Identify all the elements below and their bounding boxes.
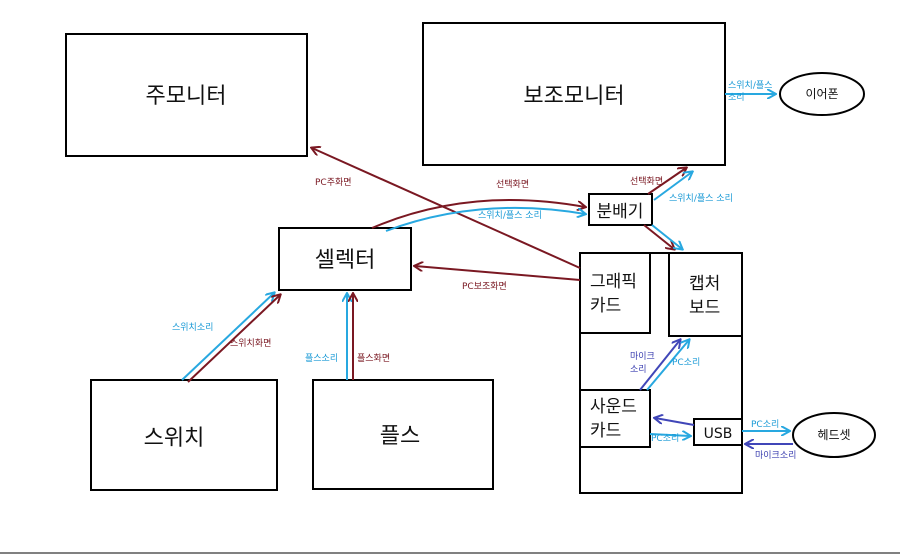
- switch-ps-sound-text-1: 스위치/플스 소리: [478, 209, 542, 221]
- switch-screen-arrow: [187, 295, 280, 383]
- switch-ps-sound-arrow-2: [653, 172, 692, 201]
- earphone-ellipse: [779, 72, 865, 116]
- sub-monitor-box: [422, 22, 726, 166]
- sound-card-label-line1: 사운드: [590, 397, 637, 417]
- ps-screen-text: 플스화면: [357, 353, 390, 364]
- splitter-capture-sound-arrow: [651, 224, 682, 249]
- mic-sound-text-2: 마이크소리: [755, 450, 796, 461]
- graphics-card-box: [579, 252, 651, 334]
- pc-sound-text-2: PC소리: [651, 433, 679, 444]
- graphics-card-label-line1: 그래픽: [590, 272, 637, 292]
- switch-box: [90, 379, 278, 491]
- earphone-label: 이어폰: [805, 87, 838, 101]
- graphics-card-label-line2: 카드: [590, 296, 621, 316]
- pc-sub-screen-text: PC보조화면: [462, 281, 507, 292]
- splitter-label: 분배기: [597, 202, 644, 222]
- splitter-box: [588, 193, 653, 226]
- pc-main-screen-arrow: [312, 148, 581, 269]
- pc-sound-text-1: PC소리: [672, 357, 700, 368]
- switch-ps-sound-text-2: 스위치/플스 소리: [669, 192, 733, 204]
- capture-board-label-line2: 보드: [689, 298, 720, 318]
- mic-sound-text-1-line2: 소리: [630, 364, 647, 375]
- usb-box: [693, 418, 743, 446]
- switch-sound-arrow: [181, 293, 274, 381]
- selected-screen-text-1: 선택화면: [496, 179, 529, 190]
- selected-screen-text-2: 선택화면: [630, 176, 663, 187]
- ps-sound-text: 플스소리: [305, 353, 338, 364]
- switch-sound-text: 스위치소리: [172, 321, 213, 333]
- selected-screen-arrow-2: [647, 168, 686, 195]
- headset-label: 헤드셋: [817, 428, 850, 442]
- main-monitor-label: 주모니터: [146, 84, 227, 109]
- pc-main-screen-text: PC주화면: [315, 177, 352, 188]
- switch-screen-text: 스위치화면: [230, 337, 271, 349]
- pc-sound-arrow-2: [649, 434, 690, 436]
- selected-screen-arrow-1: [371, 199, 585, 229]
- sub-monitor-label: 보조모니터: [523, 84, 624, 109]
- headset-ellipse: [792, 412, 876, 458]
- switch-ps-sound-arrow-1: [385, 206, 585, 232]
- capture-board-label-line1: 캡처: [689, 274, 720, 294]
- main-monitor-box: [65, 33, 308, 157]
- sound-card-label-line2: 카드: [590, 421, 621, 441]
- sound-card-box: [579, 389, 651, 448]
- ps-box: [312, 379, 494, 490]
- pc-sound-text-3: PC소리: [751, 419, 779, 430]
- mic-sound-text-1-line1: 마이크: [630, 351, 655, 362]
- mic-sound-arrow-1: [639, 340, 680, 391]
- usb-label: USB: [704, 426, 733, 442]
- ps-label: 플스: [380, 424, 420, 449]
- selector-box: [278, 227, 412, 291]
- selector-label: 셀렉터: [315, 248, 376, 273]
- pc-sound-arrow-1: [646, 340, 689, 391]
- switch-ps-sound-text-3-line1: 스위치/플스: [728, 79, 772, 91]
- usb-to-soundcard-arrow: [655, 418, 695, 426]
- switch-ps-sound-text-3-line2: 소리: [728, 92, 745, 103]
- switch-label: 스위치: [144, 426, 205, 451]
- pc-sub-screen-arrow: [415, 266, 581, 281]
- splitter-capture-screen-arrow: [643, 224, 674, 249]
- capture-board-box: [668, 252, 743, 337]
